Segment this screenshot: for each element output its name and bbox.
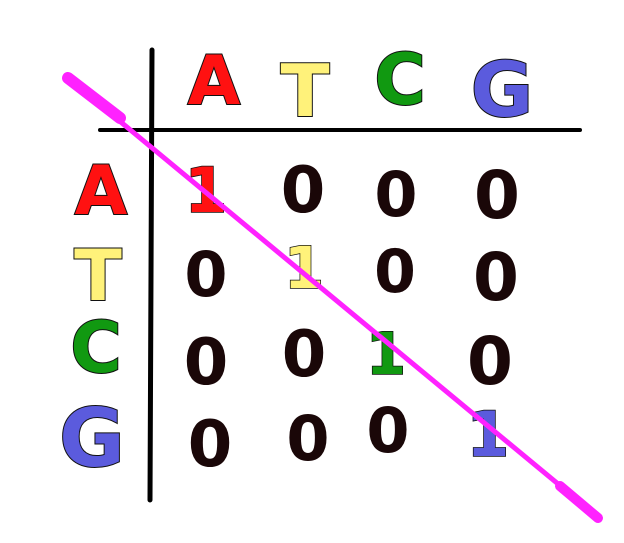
cell-a-g: 0	[474, 157, 520, 234]
cell-a-t: 0	[281, 154, 326, 228]
diagonal-line	[67, 77, 601, 520]
row-header-c: C	[70, 307, 121, 389]
cell-g-a: 0	[188, 408, 233, 482]
cell-c-g: 0	[467, 323, 513, 400]
cell-c-t: 0	[282, 318, 327, 392]
cell-t-t: 1	[284, 234, 324, 302]
cell-t-g: 0	[473, 239, 519, 316]
cell-c-a: 0	[184, 326, 229, 400]
cell-g-c: 0	[366, 394, 409, 467]
column-header-c: C	[374, 39, 425, 121]
vertical-divider	[147, 47, 155, 503]
cell-g-t: 0	[286, 402, 329, 475]
diagonal-line-tail	[555, 481, 603, 523]
diagonal-line-head	[62, 72, 126, 124]
cell-g-g: 1	[466, 398, 509, 471]
row-header-g: G	[59, 392, 125, 485]
column-header-g: G	[471, 45, 533, 134]
cell-t-c: 0	[374, 237, 416, 307]
cell-a-c: 0	[374, 158, 417, 231]
column-header-t: T	[280, 49, 329, 133]
column-header-a: A	[188, 42, 241, 121]
cell-t-a: 0	[184, 238, 227, 311]
row-header-a: A	[75, 152, 128, 231]
row-header-t: T	[74, 235, 122, 317]
